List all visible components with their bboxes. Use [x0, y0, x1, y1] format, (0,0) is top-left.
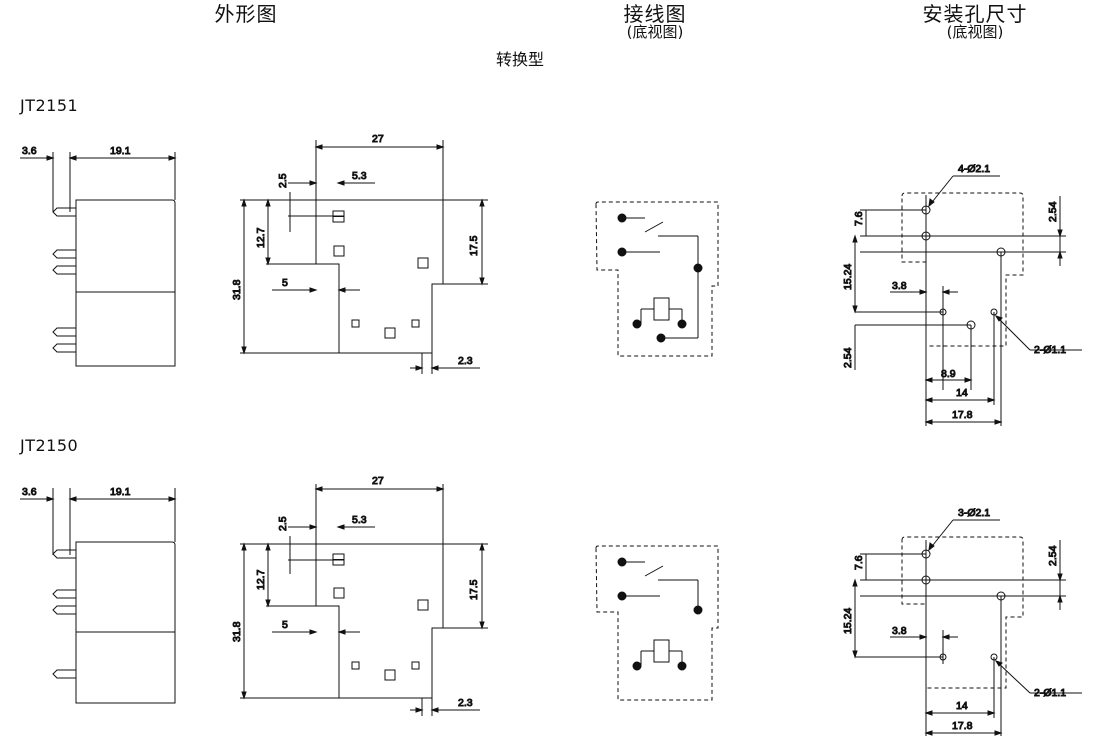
jt2150-dim-27: 27	[372, 475, 384, 487]
jt2151-dim-2-54-right: 2.54	[1047, 201, 1059, 222]
jt2151-wiring-diagram	[595, 201, 719, 357]
jt2150-dim-17-5: 17.5	[468, 579, 480, 600]
jt2151-dim-2-54-left: 2.54	[842, 347, 854, 368]
jt2151-dim-14: 14	[956, 387, 968, 399]
jt2150-dim-14: 14	[956, 700, 968, 712]
jt2151-dim-12-7: 12.7	[255, 227, 267, 248]
model-label-jt2151: JT2151	[20, 96, 79, 115]
jt2151-dim-27: 27	[372, 133, 384, 145]
jt2150-section: 3.6 19.1 27 5.3 2.5	[20, 475, 1082, 736]
jt2150-dim-3-6: 3.6	[22, 486, 37, 498]
jt2151-dim-2-5: 2.5	[277, 173, 289, 188]
header-mounting-subtitle: (底视图)	[946, 23, 1004, 41]
jt2151-dim-19-1: 19.1	[110, 145, 131, 157]
jt2151-dim-31-8: 31.8	[231, 279, 243, 300]
jt2150-dim-15-24: 15.24	[842, 608, 854, 634]
header-type-label: 转换型	[495, 50, 544, 69]
header-wiring-title: 接线图	[623, 2, 687, 26]
jt2150-dim-2-54-right: 2.54	[1047, 545, 1059, 566]
jt2150-dim-5-3: 5.3	[352, 514, 367, 526]
jt2150-dim-19-1: 19.1	[110, 486, 131, 498]
header-mounting: 安装孔尺寸 (底视图)	[905, 4, 1045, 41]
jt2150-dim-12-7: 12.7	[255, 569, 267, 590]
jt2151-label-small-holes: 2-Ø1.1	[1034, 344, 1066, 356]
jt2150-label-small-holes: 2-Ø1.1	[1034, 687, 1066, 699]
jt2150-mounting-holes: 7.6 15.24 2.54 3.8 14 17.8 3-Ø2	[842, 507, 1082, 736]
jt2151-dim-2-3: 2.3	[458, 355, 473, 367]
jt2150-dim-7-6: 7.6	[853, 555, 865, 570]
header-outline-title: 外形图	[214, 2, 278, 26]
header-outline: 外形图	[206, 4, 286, 25]
jt2151-section: 3.6 19.1 27 5.3 2.5	[20, 133, 1082, 426]
jt2151-mounting-holes: 7.6 15.24 2.54 2.54 3.8 8.9 14	[842, 163, 1082, 426]
jt2151-dim-15-24: 15.24	[842, 264, 854, 290]
header-wiring-subtitle: (底视图)	[626, 23, 684, 41]
jt2151-dim-7-6: 7.6	[853, 211, 865, 226]
jt2151-label-holes: 4-Ø2.1	[958, 163, 990, 175]
jt2150-outline-view: 27 5.3 2.5 12.7 31.8 17	[231, 475, 488, 716]
jt2151-side-view: 3.6 19.1	[20, 145, 177, 367]
jt2150-side-view: 3.6 19.1	[20, 486, 177, 704]
jt2150-dim-2-5: 2.5	[277, 516, 289, 531]
header-type: 转换型	[480, 50, 560, 69]
jt2151-outline-view: 27 5.3 2.5 12.7 31.8 17	[231, 133, 488, 374]
jt2151-dim-5-3: 5.3	[352, 170, 367, 182]
jt2150-dim-2-3: 2.3	[458, 697, 473, 709]
jt2151-dim-8-9: 8.9	[941, 368, 956, 380]
jt2150-label-holes: 3-Ø2.1	[958, 507, 990, 519]
model-label-jt2150: JT2150	[20, 436, 79, 455]
jt2151-dim-3-8: 3.8	[892, 280, 907, 292]
jt2151-dim-5: 5	[282, 277, 288, 289]
jt2151-dim-3-6: 3.6	[22, 145, 37, 157]
jt2150-dim-31-8: 31.8	[231, 621, 243, 642]
jt2150-dim-17-8: 17.8	[952, 720, 973, 732]
jt2150-wiring-diagram	[595, 545, 719, 701]
jt2150-dim-3-8: 3.8	[892, 625, 907, 637]
header-mounting-title: 安装孔尺寸	[922, 2, 1028, 26]
jt2150-dim-5: 5	[282, 619, 288, 631]
jt2151-dim-17-8: 17.8	[952, 409, 973, 421]
jt2151-dim-17-5: 17.5	[468, 235, 480, 256]
header-wiring: 接线图 (底视图)	[605, 4, 705, 41]
